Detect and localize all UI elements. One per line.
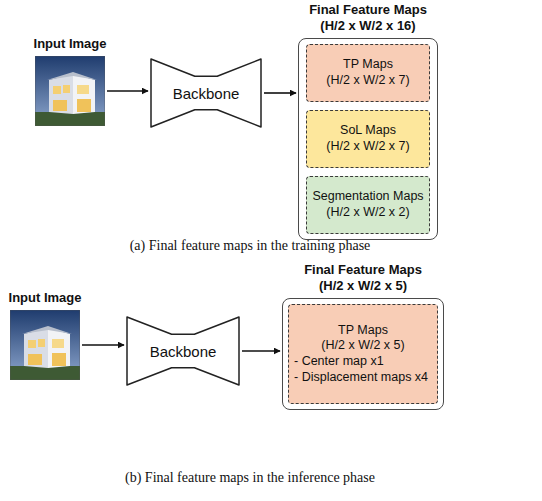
group-title: Final Feature Maps	[282, 262, 444, 278]
flow-arrow	[264, 92, 296, 94]
backbone-outline	[151, 59, 261, 127]
sky	[10, 310, 80, 380]
map-text: TP Maps	[294, 323, 432, 339]
backbone-outline	[127, 317, 239, 385]
input-image: Input Image	[35, 36, 105, 126]
backbone-block: Backbone	[126, 316, 240, 386]
window	[52, 339, 64, 348]
image-title: Input Image	[15, 36, 125, 52]
backbone-block: Backbone	[150, 58, 262, 128]
map-text: (H/2 x W/2 x 7)	[312, 73, 424, 89]
map-text: (H/2 x W/2 x 5)	[294, 338, 432, 354]
sky	[35, 56, 105, 126]
house-roof	[47, 72, 97, 80]
block-label: Backbone	[150, 343, 217, 360]
feature-map-box: SoL Maps(H/2 x W/2 x 7)	[306, 110, 430, 168]
feature-map-box: TP Maps(H/2 x W/2 x 5)- Center map x1- D…	[288, 304, 438, 404]
photo-illustration	[10, 310, 80, 380]
group-title: (H/2 x W/2 x 16)	[298, 18, 438, 34]
caption: (b) Final feature maps in the inference …	[40, 470, 460, 486]
map-text: SoL Maps	[312, 123, 424, 139]
block-label: Backbone	[173, 85, 240, 102]
house-side	[24, 328, 48, 368]
feature-map-box: TP Maps(H/2 x W/2 x 7)	[306, 44, 430, 102]
house-front	[48, 328, 70, 368]
input-image: Input Image	[10, 290, 80, 380]
map-text: - Center map x1	[294, 354, 432, 370]
window	[28, 354, 42, 365]
photo-border	[35, 56, 105, 126]
lawn	[35, 112, 105, 126]
feature-group: Final Feature Maps(H/2 x W/2 x 5)TP Maps…	[282, 262, 444, 410]
image-title: Input Image	[0, 290, 100, 306]
lawn	[10, 366, 80, 380]
window	[63, 85, 70, 93]
flow-arrow	[82, 344, 124, 346]
window	[52, 353, 66, 366]
window	[77, 85, 89, 94]
caption: (a) Final feature maps in the training p…	[40, 238, 460, 254]
map-text: TP Maps	[312, 57, 424, 73]
window	[53, 86, 61, 94]
flow-arrow	[107, 90, 148, 92]
map-text: (H/2 x W/2 x 7)	[312, 139, 424, 155]
photo-illustration	[35, 56, 105, 126]
feature-map-box: Segmentation Maps(H/2 x W/2 x 2)	[306, 176, 430, 234]
window	[53, 100, 67, 111]
feature-group: Final Feature Maps(H/2 x W/2 x 16) TP Map…	[298, 2, 438, 240]
house-roof	[22, 326, 72, 334]
flow-arrow	[242, 350, 280, 352]
window	[77, 99, 91, 112]
group-title: (H/2 x W/2 x 5)	[282, 278, 444, 294]
window	[38, 339, 45, 347]
map-text: (H/2 x W/2 x 2)	[312, 205, 424, 221]
house-side	[49, 74, 73, 114]
map-text: Segmentation Maps	[312, 189, 424, 205]
window	[28, 340, 36, 348]
group-title: Final Feature Maps	[298, 2, 438, 18]
photo-border	[10, 310, 80, 380]
map-text: - Displacement maps x4	[294, 370, 432, 386]
house-front	[73, 74, 95, 114]
